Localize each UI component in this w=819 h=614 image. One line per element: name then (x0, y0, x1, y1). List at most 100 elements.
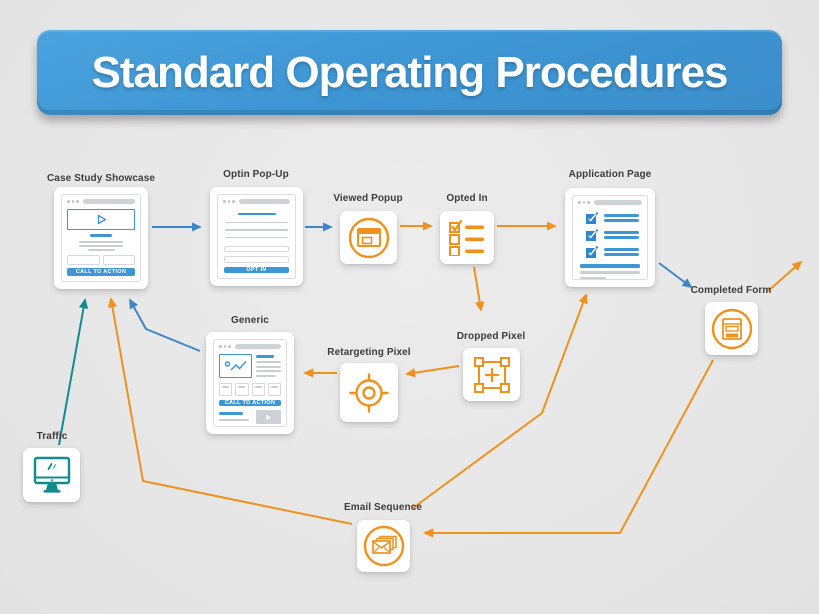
arrow-email-sequence-to-case-study (107, 297, 353, 525)
text-line (225, 222, 288, 224)
browser-dots-icon (219, 345, 231, 348)
checklist-row (585, 245, 639, 259)
image-placeholder (219, 354, 252, 378)
arrow-completed-form-to-email-sequence (423, 359, 714, 538)
node-traffic (23, 448, 80, 502)
address-bar (238, 199, 290, 204)
browser-header (218, 195, 295, 207)
arrow-completed-form-exit (767, 260, 803, 292)
label-application-page: Application Page (568, 169, 652, 180)
arrow-application-to-completed-form (658, 262, 693, 289)
node-application-page (565, 188, 655, 287)
text-line (225, 236, 288, 238)
form-document-icon (711, 308, 752, 349)
title-banner: Standard Operating Procedures (37, 30, 782, 115)
video-thumbnail (256, 410, 281, 424)
thumbnail (251, 383, 265, 396)
browser-header (573, 196, 647, 208)
browser-mockup: CALL TO ACTION (213, 339, 287, 427)
target-crosshair-icon (349, 372, 389, 413)
node-opted-in (440, 211, 494, 264)
chart-image-icon (224, 360, 247, 371)
email-stack-icon (363, 525, 404, 567)
checklist-row (585, 228, 639, 242)
page-title: Standard Operating Procedures (91, 47, 728, 97)
divider-bar (580, 264, 640, 268)
arrow-traffic-to-case-study (58, 298, 89, 446)
checkbox-icon (586, 228, 599, 241)
opt-in-button: OPT IN (224, 266, 289, 273)
arrow-email-sequence-to-application (412, 293, 588, 509)
node-email-sequence (357, 520, 410, 572)
input-field (102, 254, 135, 265)
label-dropped-pixel: Dropped Pixel (456, 331, 526, 342)
label-traffic: Traffic (36, 431, 68, 442)
input-field (224, 245, 289, 253)
thumbnail-row (219, 383, 281, 396)
text-line (580, 276, 606, 279)
checkbox-icon (586, 211, 599, 224)
headline-bar (90, 234, 112, 237)
text-line (79, 244, 123, 247)
node-generic-page: CALL TO ACTION (206, 332, 294, 434)
node-optin-popup: OPT IN (210, 187, 303, 286)
label-email-sequence: Email Sequence (343, 502, 423, 513)
label-opted-in: Opted In (446, 193, 488, 204)
browser-dots-icon (578, 201, 590, 204)
label-retargeting-pixel: Retargeting Pixel (327, 347, 411, 358)
text-line (87, 248, 115, 251)
footer-text (219, 410, 249, 424)
browser-header (214, 340, 286, 352)
arrow-dropped-pixel-to-retargeting (405, 365, 460, 378)
call-to-action-button: CALL TO ACTION (219, 400, 281, 406)
node-case-study-showcase: CALL TO ACTION (54, 187, 148, 289)
address-bar (82, 199, 135, 204)
thumbnail (235, 383, 249, 396)
input-field (67, 254, 100, 265)
address-bar (234, 344, 281, 349)
text-line (580, 271, 640, 274)
browser-header (62, 195, 140, 207)
browser-mockup (572, 195, 648, 280)
computer-monitor-icon (33, 456, 70, 493)
play-icon (266, 414, 271, 420)
lines (604, 246, 639, 258)
label-completed-form: Completed Form (690, 285, 772, 296)
headline-bar (237, 213, 276, 216)
label-case-study: Case Study Showcase (46, 173, 156, 184)
footer-row (219, 410, 281, 424)
pixel-selection-icon (473, 356, 510, 393)
input-field (224, 256, 289, 263)
checklist-row (585, 211, 639, 225)
address-bar (593, 200, 642, 205)
checklist-icon (449, 219, 484, 256)
lines (604, 229, 639, 241)
play-icon (97, 214, 106, 225)
call-to-action-button: CALL TO ACTION (67, 267, 135, 277)
arrow-opted-in-to-dropped-pixel (473, 266, 485, 312)
label-viewed-popup: Viewed Popup (333, 193, 403, 204)
lines (604, 212, 639, 224)
video-player-placeholder (67, 209, 135, 231)
label-optin-popup: Optin Pop-Up (223, 169, 289, 180)
browser-dots-icon (223, 200, 235, 203)
node-dropped-pixel (463, 348, 520, 401)
popup-window-icon (348, 217, 389, 258)
hero-row (219, 354, 281, 379)
thumbnail (267, 383, 281, 396)
text-line (79, 240, 123, 243)
browser-mockup: OPT IN (217, 194, 296, 279)
text-line (225, 229, 288, 231)
thumbnail (219, 383, 233, 396)
node-retargeting-pixel (340, 363, 398, 422)
hero-text (256, 354, 281, 379)
browser-dots-icon (67, 200, 79, 203)
browser-mockup: CALL TO ACTION (61, 194, 141, 282)
arrow-generic-to-case-study (129, 298, 201, 352)
label-generic: Generic (231, 315, 269, 326)
node-completed-form (705, 302, 758, 355)
checkbox-icon (586, 245, 599, 258)
form-fields-row (67, 254, 135, 265)
